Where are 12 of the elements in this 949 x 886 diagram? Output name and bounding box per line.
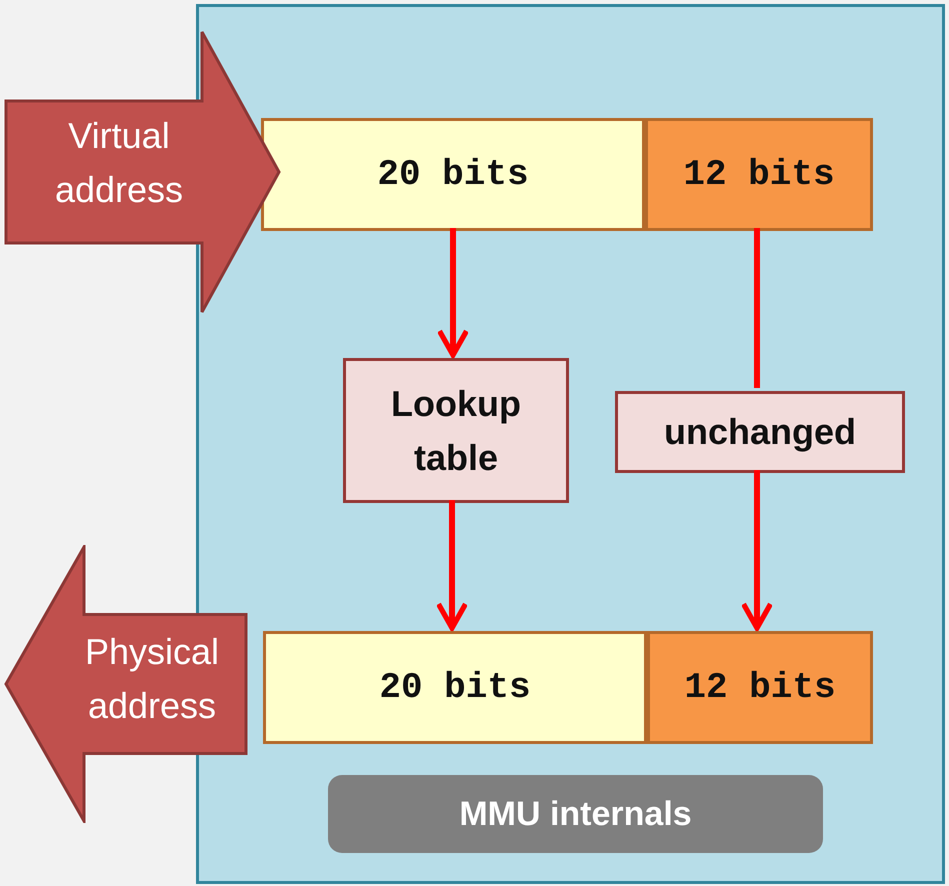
arrow	[436, 500, 468, 631]
bit-field: 20 bits	[261, 118, 645, 231]
process-box: Lookup table	[343, 358, 569, 503]
process-box: unchanged	[615, 391, 905, 473]
bit-field: 20 bits	[263, 631, 647, 744]
section-label: MMU internals	[328, 775, 823, 853]
arrow	[436, 228, 470, 358]
bit-field: 12 bits	[645, 118, 873, 231]
arrow-label: Virtual address	[54, 114, 184, 212]
arrow	[740, 470, 774, 631]
bit-field: 12 bits	[647, 631, 873, 744]
arrow-label: Physical address	[84, 630, 220, 728]
